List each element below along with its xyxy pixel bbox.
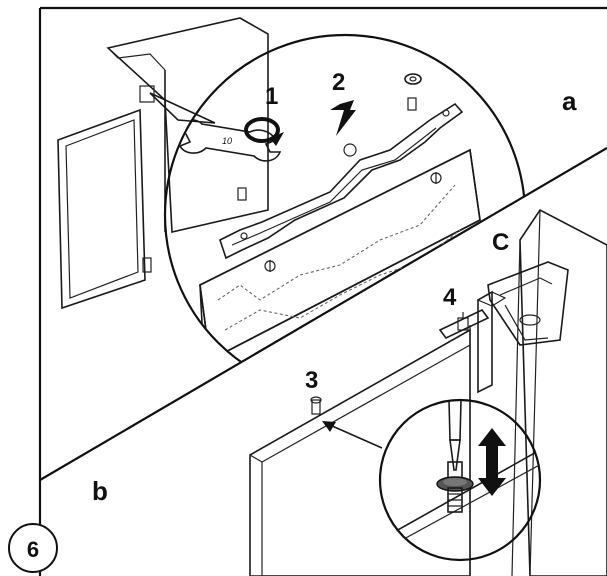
adjust-screw (310, 396, 322, 415)
screw-right (430, 172, 442, 184)
label-step-4: 4 (443, 284, 457, 311)
figure-frame (38, 6, 607, 576)
cabinet-side (511, 208, 607, 576)
door-detail (249, 328, 471, 576)
adjustment-plate (438, 308, 490, 345)
up-down-arrow-icon (478, 428, 506, 496)
label-panel-a: a (562, 86, 577, 116)
figure-number-badge: 6 (8, 523, 58, 573)
cabinet-overview (57, 17, 269, 310)
label-panel-b: b (92, 476, 108, 506)
label-step-3: 3 (305, 367, 318, 394)
panel-b: C 4 3 b (92, 208, 607, 576)
wrench-size-label: 10 (222, 136, 232, 146)
screwdriver-icon (447, 400, 463, 471)
bolt-icon (436, 461, 474, 513)
label-step-1: 1 (265, 83, 278, 110)
door-overview (57, 108, 146, 310)
hinge (487, 261, 569, 346)
up-arrow-icon (330, 100, 356, 136)
panel-a: 10 1 2 a (57, 17, 577, 397)
rotate-arrow-icon (244, 117, 284, 146)
panel-divider (39, 147, 607, 481)
screw-left (264, 260, 276, 272)
pointer-arrow (322, 421, 383, 449)
label-part-c: C (492, 229, 509, 256)
label-step-2: 2 (332, 69, 345, 96)
washer (404, 73, 422, 85)
part-c-bracket (476, 290, 507, 394)
wrench-icon: 10 (176, 119, 282, 162)
figure-number: 6 (27, 537, 39, 562)
magnifier-b (378, 398, 542, 562)
mounting-bracket (219, 97, 464, 260)
magnifier-pointer (149, 92, 216, 124)
door-top-detail (199, 148, 481, 381)
